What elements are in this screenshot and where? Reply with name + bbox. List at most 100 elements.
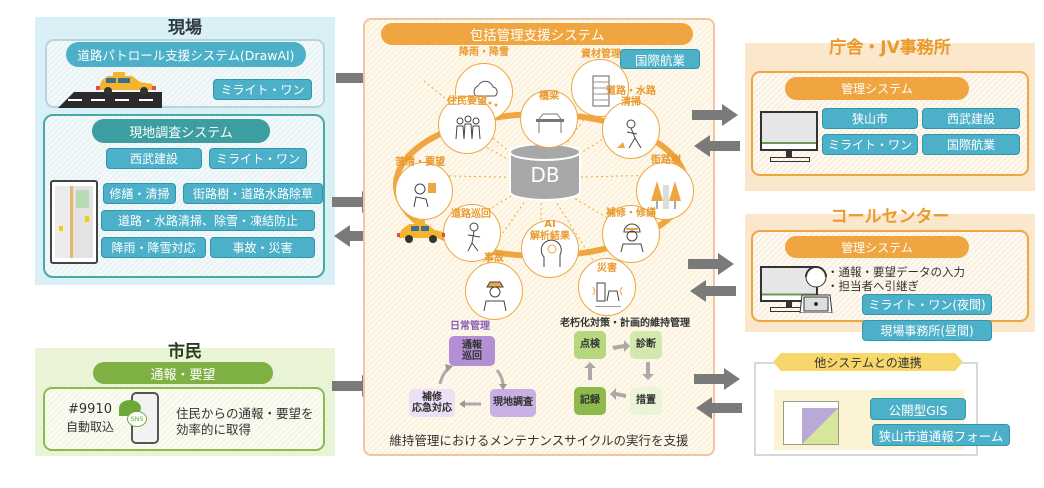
office-tag: 国際航業 xyxy=(922,134,1020,155)
hotline-number: #9910 xyxy=(68,402,112,417)
linkage-tag: 狭山市道通報フォーム xyxy=(872,424,1010,446)
integrated-system-title: 包括管理支援システム xyxy=(381,23,693,45)
survey-task-tag: 街路樹・道路水路除草 xyxy=(183,183,323,204)
daily-step-text: 現地調査 xyxy=(493,397,533,409)
street-tree-icon xyxy=(651,181,681,209)
aging-step-text: 点検 xyxy=(580,339,600,351)
shelf-icon xyxy=(592,75,610,107)
auto-import-label: 自動取込 xyxy=(65,420,114,434)
tablet-map-illustration xyxy=(50,180,98,264)
callcenter-bullet: ・通報・要望データの入力 xyxy=(827,265,965,279)
office-tag: 狭山市 xyxy=(822,108,918,129)
survey-company-tag: ミライト・ワン xyxy=(209,148,307,169)
aging-step-record: 記録 xyxy=(574,387,606,415)
node-bridge-label: 橋梁 xyxy=(539,91,559,102)
bridge-icon xyxy=(536,113,564,133)
arrow-left-icon xyxy=(690,280,736,302)
node-disaster xyxy=(578,258,636,316)
node-road-water-label: 道路・水路 清掃 xyxy=(600,86,662,108)
office-title: 庁舎・JV事務所 xyxy=(829,38,951,58)
arrow-right-icon xyxy=(688,253,734,275)
disaster-icon xyxy=(592,282,623,307)
shimin-title: 市民 xyxy=(168,342,202,362)
aging-step-text: 記録 xyxy=(580,395,600,407)
patrol-vendor-tag: ミライト・ワン xyxy=(213,79,312,100)
survey-task-tag: 降雨・降雪対応 xyxy=(101,237,206,258)
survey-task-tag: 修繕・清掃 xyxy=(103,183,176,204)
node-road-water xyxy=(602,101,660,159)
node-complaints-label: 苦情・要望 xyxy=(395,157,445,168)
node-materials-label: 資材管理 xyxy=(581,49,621,60)
node-disaster-label: 災害 xyxy=(597,263,617,274)
daily-cycle-arrows xyxy=(438,364,507,408)
aging-step-text: 措置 xyxy=(636,395,656,407)
patrol-car-icon xyxy=(58,72,162,108)
node-accident xyxy=(465,262,523,320)
operator-headset-icon xyxy=(799,266,833,313)
node-patrol-label: 道路巡回 xyxy=(451,209,491,220)
callcenter-title: コールセンター xyxy=(830,207,950,227)
node-repair xyxy=(602,205,660,263)
node-street-trees-label: 街路樹 xyxy=(651,155,681,166)
shimin-pill-label: 通報・要望 xyxy=(93,362,273,384)
complaint-icon xyxy=(413,183,436,208)
ai-head-icon xyxy=(540,239,562,267)
survey-system-label: 現地調査システム xyxy=(92,119,270,143)
shimin-description-line2: 効率的に取得 xyxy=(176,422,252,437)
callcenter-tag: ミライト・ワン(夜間) xyxy=(862,294,992,315)
arrow-left-icon xyxy=(694,135,740,157)
aging-cycle-arrows xyxy=(584,340,654,400)
residents-icon xyxy=(455,115,481,140)
daily-step-text: 補修 応急対応 xyxy=(412,391,452,415)
daily-step-report-patrol: 通報 巡回 xyxy=(449,336,495,366)
callcenter-tag: 現場事務所(昼間) xyxy=(862,320,992,341)
repair-worker-icon xyxy=(620,223,644,253)
office-system-label: 管理システム xyxy=(785,77,969,100)
monitor-icon xyxy=(760,111,820,167)
node-patrol xyxy=(443,204,501,262)
node-residents xyxy=(438,96,496,154)
genba-title: 現場 xyxy=(168,18,202,38)
aging-step-text: 診断 xyxy=(636,339,656,351)
node-bridge xyxy=(520,90,578,148)
map-icon xyxy=(55,186,93,258)
node-rain-label: 降雨・降雪 xyxy=(459,47,509,58)
node-complaints xyxy=(395,162,453,220)
office-tag: ミライト・ワン xyxy=(822,134,918,155)
node-ai-label-line1: AI xyxy=(544,219,556,230)
aging-step-measure: 措置 xyxy=(630,387,662,415)
arrow-right-icon xyxy=(694,368,740,390)
daily-step-survey: 現地調査 xyxy=(490,389,536,417)
center-vendor-tag: 国際航業 xyxy=(620,49,700,69)
node-materials xyxy=(571,59,629,117)
shimin-content-box xyxy=(43,387,325,451)
aging-management-title: 老朽化対策・計画的維持管理 xyxy=(560,318,690,329)
node-accident-label: 事故 xyxy=(484,253,504,264)
node-repair-label: 補修・修繕 xyxy=(606,208,656,219)
cleaning-worker-icon xyxy=(617,119,642,149)
map-icon xyxy=(802,408,838,444)
linkage-title-banner xyxy=(773,353,963,371)
database-label: DB xyxy=(530,163,560,187)
daily-management-title: 日常管理 xyxy=(450,321,490,332)
arrow-right-icon xyxy=(692,104,738,126)
database-icon xyxy=(509,143,581,201)
survey-task-tag: 事故・災害 xyxy=(210,237,315,258)
daily-step-text: 通報 巡回 xyxy=(462,339,482,363)
node-ai-label-line2: 解析結果 xyxy=(530,231,570,242)
center-footer-text: 維持管理におけるメンテナンスサイクルの実行を支援 xyxy=(389,433,689,448)
patrol-worker-icon xyxy=(467,222,481,252)
patrol-system-label: 道路パトロール支援システム(DrawAI) xyxy=(66,42,306,67)
callcenter-bullet: ・担当者へ引継ぎ xyxy=(827,279,919,293)
aging-step-inspection: 点検 xyxy=(574,331,606,359)
linkage-tag: 公開型GIS xyxy=(870,398,966,420)
police-officer-icon xyxy=(483,281,507,311)
survey-task-tag: 道路・水路清掃、除雪・凍結防止 xyxy=(101,210,315,231)
callcenter-system-label: 管理システム xyxy=(785,236,969,258)
aging-step-diagnosis: 診断 xyxy=(630,331,662,359)
office-tag: 西武建設 xyxy=(922,108,1020,129)
shimin-description-line1: 住民からの通報・要望を xyxy=(176,406,314,421)
node-road-water-text: 道路・水路 清掃 xyxy=(606,86,656,108)
gis-map-screenshot xyxy=(783,401,839,445)
node-residents-label: 住民要望 xyxy=(447,96,487,107)
